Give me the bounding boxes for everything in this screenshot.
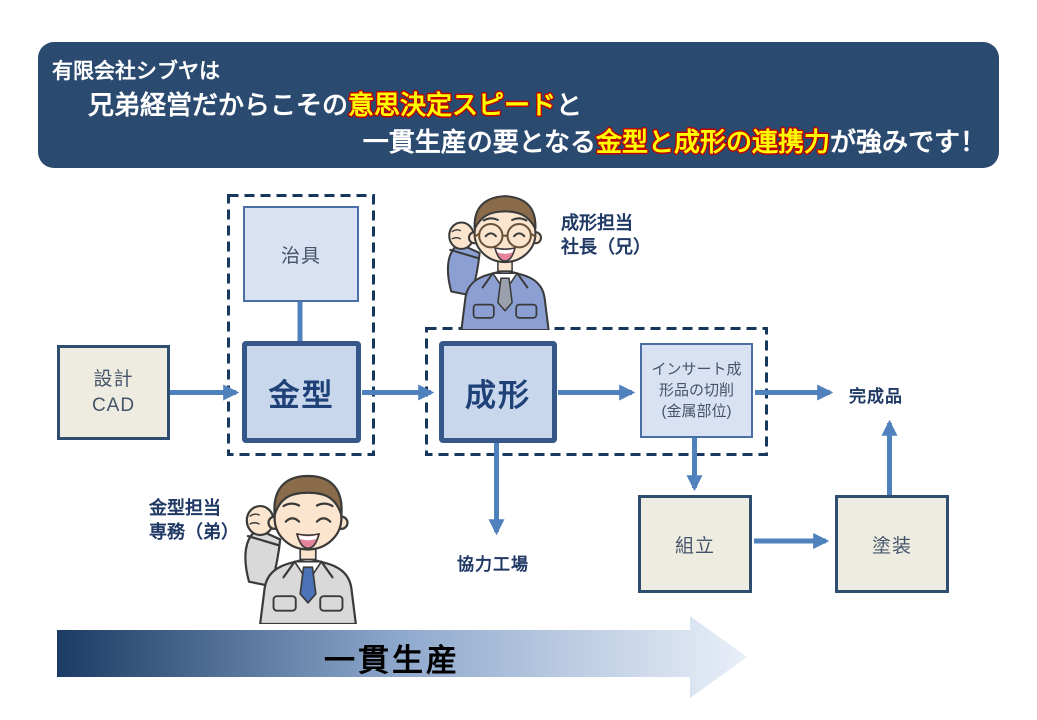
design-cad-box: 設計 CAD bbox=[57, 345, 170, 440]
molding-box: 成形 bbox=[439, 341, 557, 443]
mold-label: 金型 bbox=[268, 377, 335, 413]
banner-line2: 兄弟経営だからこその意思決定スピードと bbox=[88, 85, 582, 122]
design-label-line1: 設計 bbox=[93, 368, 134, 390]
mold-box: 金型 bbox=[242, 341, 361, 443]
insert-label-line1: インサート成 bbox=[651, 361, 742, 378]
banner-line3: 一貫生産の要となる金型と成形の連携力が強みです！ bbox=[363, 122, 986, 159]
president-title: 社長（兄） bbox=[561, 237, 651, 257]
painting-label: 塗装 bbox=[871, 535, 912, 557]
mold-group-dashed-frame bbox=[227, 194, 375, 456]
insert-label-line2: 形品の切削 bbox=[658, 382, 734, 399]
assembly-label: 組立 bbox=[674, 535, 715, 557]
assembly-box: 組立 bbox=[638, 495, 752, 593]
partner-factory-label: 協力工場 bbox=[457, 555, 529, 574]
insert-cutting-box: インサート成 形品の切削 (金属部位) bbox=[640, 343, 753, 438]
banner-line3-post: が強みです！ bbox=[829, 127, 986, 157]
molding-label: 成形 bbox=[465, 377, 531, 413]
president-role: 成形担当 bbox=[561, 213, 633, 233]
integrated-production-label: 一貫生産 bbox=[324, 643, 460, 678]
director-illustration bbox=[244, 474, 357, 624]
director-label: 金型担当 専務（弟） bbox=[149, 496, 239, 544]
jig-label: 治具 bbox=[280, 245, 321, 267]
banner-line3-pre: 一貫生産の要となる bbox=[362, 127, 596, 157]
banner-line3-highlight: 金型と成形の連携力 bbox=[595, 127, 830, 157]
president-illustration bbox=[446, 195, 550, 330]
president-label: 成形担当 社長（兄） bbox=[561, 211, 651, 259]
banner-line2-pre: 兄弟経営だからこその bbox=[88, 90, 349, 120]
director-role: 金型担当 bbox=[149, 498, 221, 518]
banner-line1: 有限会社シブヤは bbox=[52, 60, 220, 83]
banner-line2-post: と bbox=[556, 90, 583, 120]
integrated-production-arrow bbox=[57, 616, 747, 698]
finished-goods-label: 完成品 bbox=[849, 387, 903, 406]
insert-label-line3: (金属部位) bbox=[661, 403, 732, 420]
headline-banner: 有限会社シブヤは 兄弟経営だからこその意思決定スピードと 一貫生産の要となる金型… bbox=[38, 42, 999, 168]
jig-box: 治具 bbox=[243, 206, 359, 302]
banner-line2-highlight: 意思決定スピード bbox=[348, 90, 557, 120]
design-label-line2: CAD bbox=[91, 394, 136, 416]
director-title: 専務（弟） bbox=[149, 522, 239, 542]
painting-box: 塗装 bbox=[835, 495, 949, 593]
